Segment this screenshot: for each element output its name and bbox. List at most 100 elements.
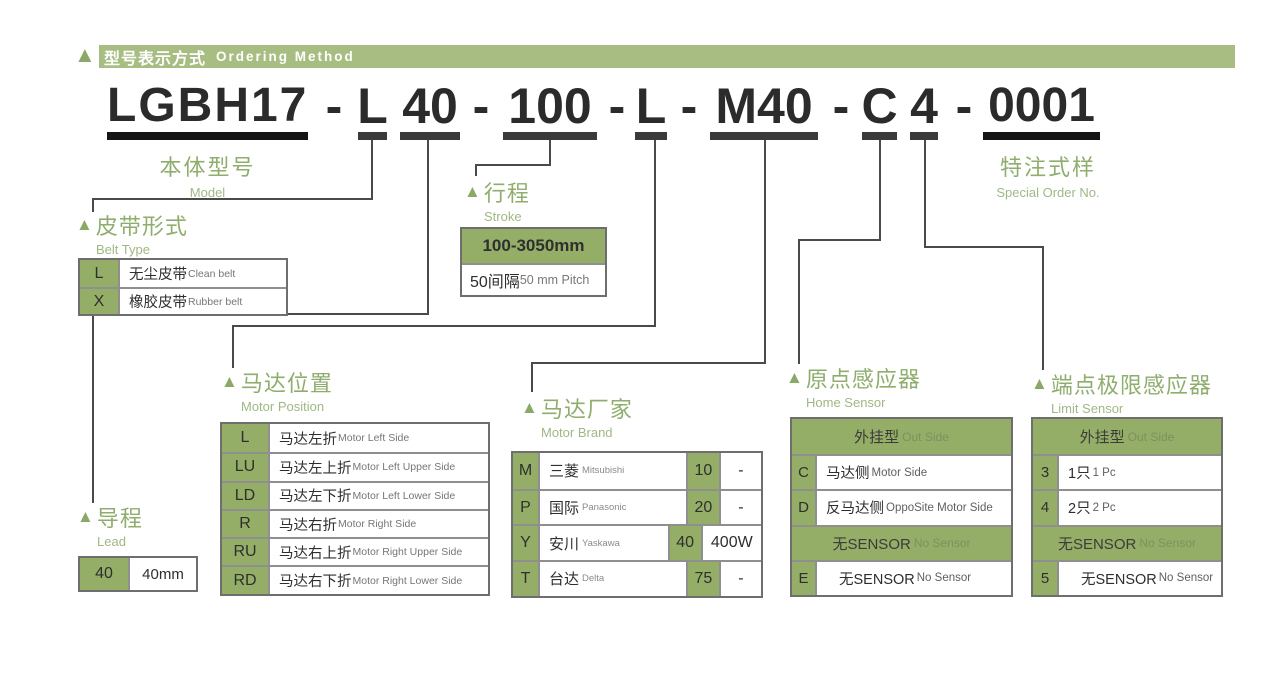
limit-sensor-heading: ▲ 端点极限感应器 Limit Sensor: [1031, 368, 1212, 416]
section-banner: 型号表示方式 Ordering Method: [99, 45, 1235, 68]
power-code: 20: [687, 490, 721, 525]
brand-code: P: [513, 490, 540, 525]
group-header-zh: 外挂型: [1079, 429, 1125, 447]
position-desc-zh: 马达右折: [279, 517, 337, 534]
connector-line-motor-position: [232, 325, 656, 327]
position-desc-en: Motor Left Side: [338, 432, 410, 445]
brand-name-zh: 安川: [549, 535, 580, 553]
home-sensor-heading: ▲ 原点感应器 Home Sensor: [786, 362, 921, 410]
stroke-title-en: Stroke: [484, 209, 522, 224]
connector-line-home-sensor: [798, 239, 881, 241]
motor-brand-heading: ▲ 马达厂家 Motor Brand: [521, 392, 633, 440]
home-sensor-title-zh: 原点感应器: [805, 367, 921, 392]
group-header-en: Out Side: [1127, 429, 1175, 444]
sensor-code: D: [792, 491, 817, 525]
limit-sensor-title-zh: 端点极限感应器: [1050, 373, 1212, 398]
lead-table: 40 40mm: [78, 556, 198, 592]
sensor-code: C: [792, 456, 817, 490]
position-desc-en: Motor Left Lower Side: [352, 489, 456, 502]
group-header-en: No Sensor: [1139, 536, 1197, 551]
position-desc-zh: 马达左折: [279, 431, 337, 448]
position-code: LD: [222, 482, 270, 509]
section-marker-icon: ▲: [786, 368, 803, 387]
stroke-heading: ▲ 行程 Stroke: [464, 176, 530, 224]
connector-line-home-sensor: [798, 239, 800, 364]
model-segment-home-sensor: C: [861, 78, 898, 134]
connector-line-motor-brand: [531, 362, 766, 364]
sensor-desc-zh: 无SENSOR: [1081, 571, 1157, 588]
section-marker-icon: ▲: [221, 372, 238, 391]
stroke-title-zh: 行程: [483, 181, 530, 206]
motor-position-heading: ▲ 马达位置 Motor Position: [221, 366, 333, 414]
power-value: -: [720, 490, 762, 525]
connector-line-motor-brand: [531, 362, 533, 392]
sensor-desc-en: 2 Pc: [1092, 501, 1116, 514]
group-header-en: No Sensor: [913, 536, 971, 551]
belt-type-title-zh: 皮带形式: [95, 214, 188, 239]
banner-title-zh: 型号表示方式: [104, 50, 207, 68]
lead-code: 40: [80, 558, 130, 590]
table-row: 40 40mm: [80, 558, 196, 590]
brand-name-zh: 台达: [549, 571, 580, 589]
sensor-code: 3: [1033, 456, 1059, 490]
stroke-pitch-en: 50 mm Pitch: [519, 273, 590, 287]
connector-line-limit-sensor: [1042, 246, 1044, 370]
position-code: LU: [222, 454, 270, 481]
section-marker-icon: ▲: [464, 182, 481, 201]
belt-code: L: [80, 260, 120, 287]
power-code: 75: [687, 562, 721, 596]
section-marker-icon: ▲: [1031, 374, 1048, 393]
position-desc-zh: 马达左上折: [279, 460, 352, 477]
model-label: 本体型号 Model: [107, 150, 308, 200]
sensor-desc-zh: 1只: [1068, 466, 1091, 483]
sensor-desc-en: 1 Pc: [1092, 466, 1116, 479]
connector-line-stroke: [475, 164, 551, 166]
connector-line-home-sensor: [879, 140, 881, 239]
group-header-row: 外挂型 Out Side: [1033, 419, 1221, 455]
motor-position-title-zh: 马达位置: [240, 371, 333, 396]
stroke-range: 100-3050mm: [462, 229, 605, 263]
model-segment-motor-brand: M40: [715, 78, 813, 134]
brand-name-en: Mitsubishi: [582, 465, 625, 477]
power-value: 400W: [702, 526, 762, 561]
sensor-desc-en: No Sensor: [916, 572, 972, 585]
segment-underline: [710, 132, 818, 140]
segment-underline: [358, 132, 387, 140]
sensor-code: 5: [1033, 561, 1059, 595]
connector-line-lead: [427, 140, 429, 313]
brand-logo-icon: ▲: [74, 42, 96, 67]
belt-desc-en: Rubber belt: [188, 295, 243, 308]
stroke-table: 100-3050mm 50间隔 50 mm Pitch: [460, 227, 607, 297]
segment-underline: [107, 132, 308, 140]
model-segment-special-order: 0001: [988, 79, 1095, 132]
banner-title-en: Ordering Method: [216, 49, 355, 64]
section-marker-icon: ▲: [77, 507, 94, 526]
position-desc-en: Motor Right Side: [338, 518, 417, 531]
model-segment-body: LGBH17: [107, 79, 309, 132]
group-header-en: Out Side: [902, 429, 949, 444]
group-header-row: 无SENSOR No Sensor: [1033, 524, 1221, 560]
model-separator: -: [832, 78, 850, 134]
model-segment-stroke: 100: [508, 78, 592, 134]
belt-code: X: [80, 289, 120, 314]
position-code: RU: [222, 539, 270, 566]
brand-name-en: Delta: [582, 573, 605, 585]
segment-underline: [862, 132, 897, 140]
motor-brand-title-en: Motor Brand: [541, 425, 613, 440]
model-label-en: Model: [189, 185, 226, 200]
connector-line-belt: [371, 140, 373, 198]
sensor-code: E: [792, 561, 817, 595]
group-header-zh: 无SENSOR: [832, 535, 911, 553]
model-segment-belt: L: [357, 78, 388, 134]
